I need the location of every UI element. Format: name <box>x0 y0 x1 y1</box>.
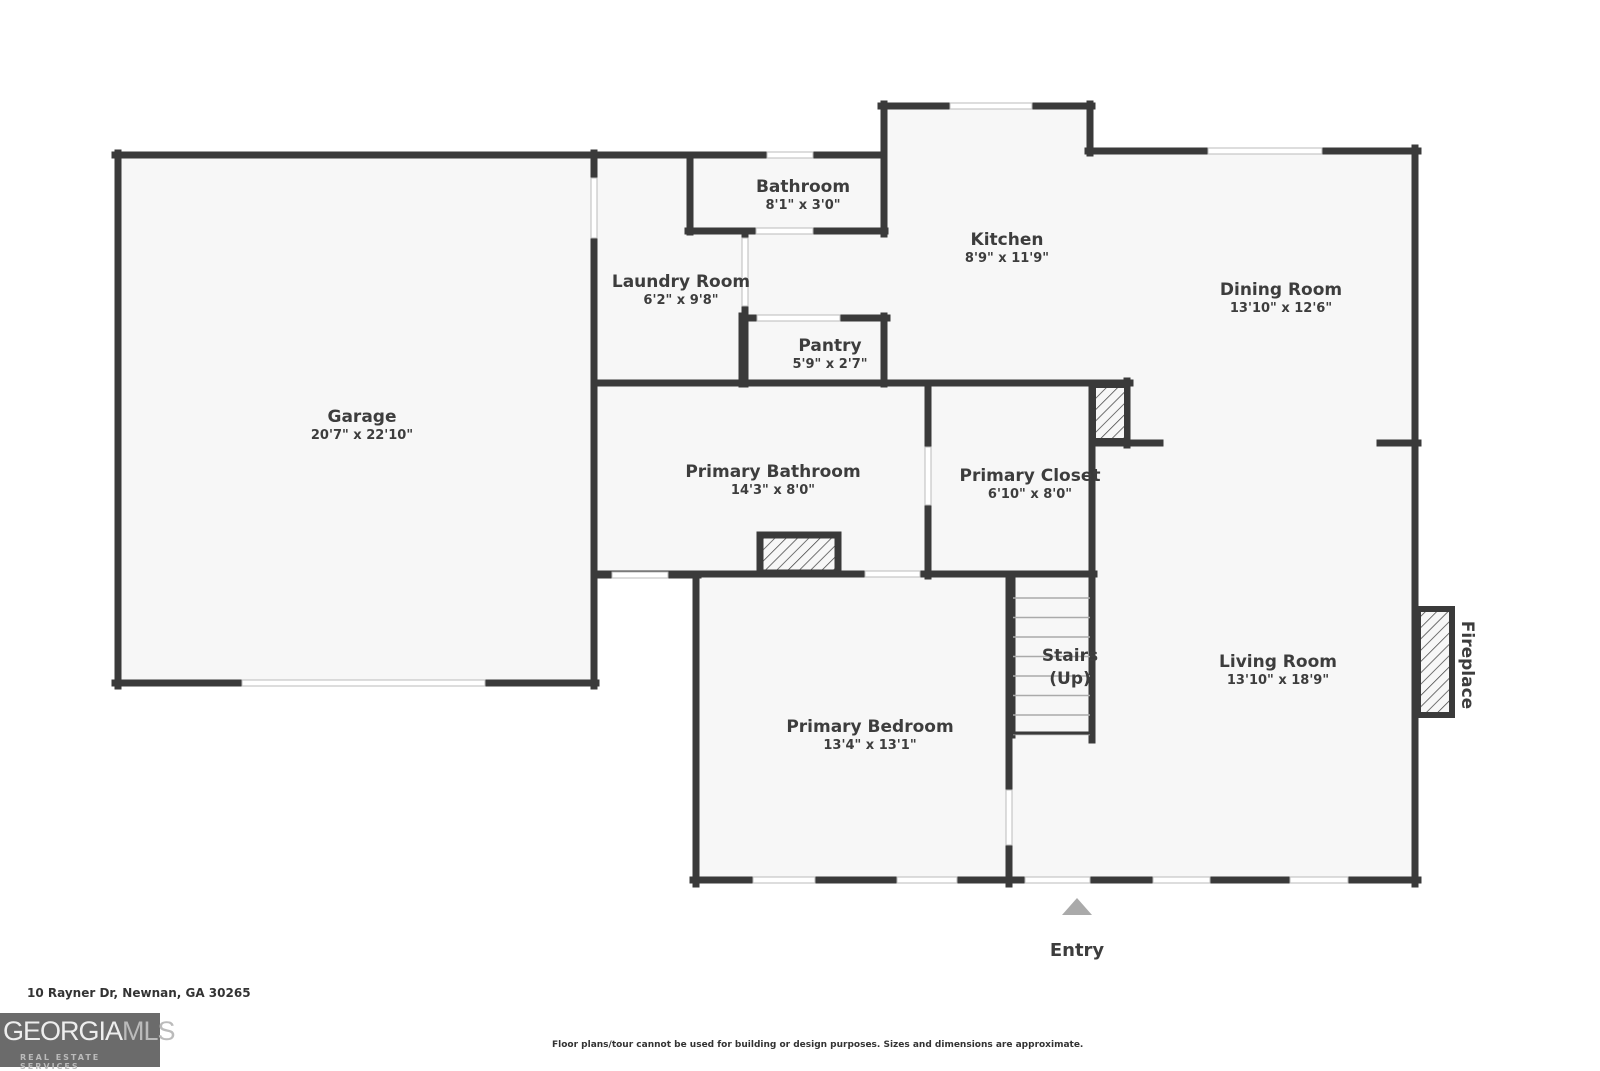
stairs-label: Stairs (Up) <box>1042 646 1098 689</box>
window <box>756 314 841 322</box>
window <box>864 570 921 578</box>
window <box>1289 876 1349 884</box>
address: 10 Rayner Dr, Newnan, GA 30265 <box>27 986 251 1000</box>
window <box>896 876 958 884</box>
window <box>1207 147 1323 155</box>
entry-label: Entry <box>1049 940 1105 961</box>
room-dimensions: 6'2" x 9'8" <box>643 293 719 308</box>
window <box>590 177 598 239</box>
room-name: Dining Room <box>1219 280 1343 300</box>
floor-garage <box>118 156 593 683</box>
room-name: Kitchen <box>970 230 1044 250</box>
window <box>241 679 486 687</box>
room-dimensions: 8'9" x 11'9" <box>964 251 1050 266</box>
stairs-direction: (Up) <box>1049 669 1091 689</box>
entry-arrow-icon <box>1062 898 1092 915</box>
column <box>1092 384 1128 442</box>
room-name: Bathroom <box>755 177 851 197</box>
room-dimensions: 20'7" x 22'10" <box>310 428 414 443</box>
window <box>752 876 816 884</box>
room-dimensions: 14'3" x 8'0" <box>730 483 816 498</box>
fireplace <box>1415 606 1455 718</box>
room-dimensions: 8'1" x 3'0" <box>765 198 841 213</box>
room-name: Pantry <box>798 336 862 356</box>
window <box>1152 876 1211 884</box>
window <box>741 237 749 307</box>
room-name: Primary Bedroom <box>786 717 954 737</box>
room-name: Living Room <box>1219 652 1337 672</box>
room-name: Primary Bathroom <box>685 462 861 482</box>
room-dimensions: 13'10" x 18'9" <box>1226 673 1330 688</box>
window <box>924 446 932 506</box>
room-name: Laundry Room <box>611 272 751 292</box>
window <box>611 571 669 579</box>
window <box>1005 789 1013 846</box>
floor-house <box>596 106 1414 880</box>
room-dimensions: 13'10" x 12'6" <box>1229 301 1333 316</box>
window <box>766 151 814 159</box>
room-name: Stairs <box>1041 646 1099 666</box>
window <box>755 227 814 235</box>
disclaimer: Floor plans/tour cannot be used for buil… <box>552 1040 1084 1050</box>
room-name: Primary Closet <box>959 466 1101 486</box>
fireplace-label: Fireplace <box>1457 620 1477 710</box>
window <box>949 102 1033 110</box>
chimney <box>756 531 842 577</box>
room-dimensions: 6'10" x 8'0" <box>987 487 1073 502</box>
room-name: Garage <box>327 407 397 427</box>
room-dimensions: 13'4" x 13'1" <box>823 738 917 753</box>
room-dimensions: 5'9" x 2'7" <box>792 357 868 372</box>
window <box>1024 876 1091 884</box>
